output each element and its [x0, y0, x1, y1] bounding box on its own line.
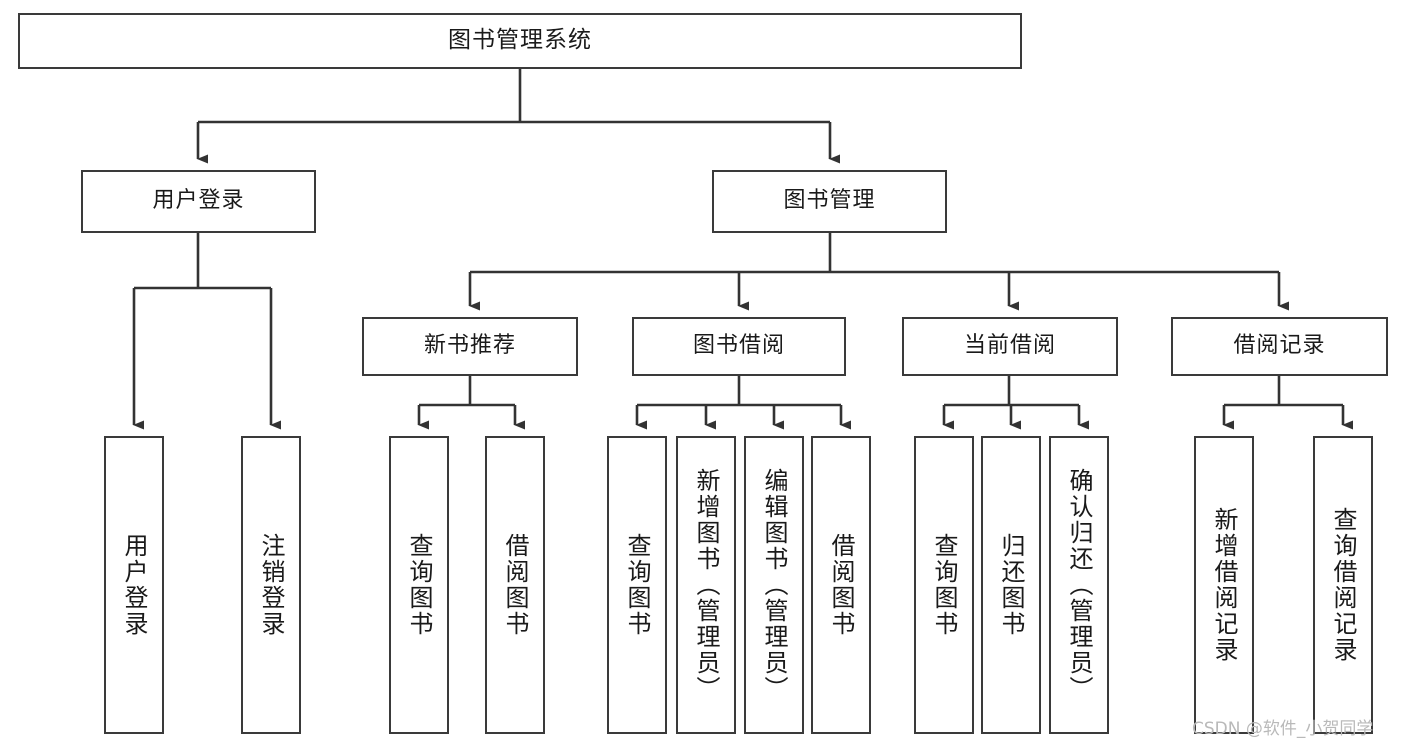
node-leaf-borrow-book-recommend[interactable]: 借阅图书: [485, 436, 545, 734]
node-leaf-confirm-return-admin[interactable]: 确认归还（管理员）: [1049, 436, 1109, 734]
node-leaf-user-login-label: 用户登录: [120, 533, 148, 637]
node-user-login-label: 用户登录: [152, 188, 245, 214]
node-leaf-query-book-recommend-label: 查询图书: [405, 533, 433, 637]
node-leaf-confirm-return-admin-label: 确认归还（管理员）: [1065, 468, 1093, 702]
node-leaf-query-book-borrow[interactable]: 查询图书: [607, 436, 667, 734]
node-leaf-query-book-current[interactable]: 查询图书: [914, 436, 974, 734]
node-book-borrow-label: 图书借阅: [692, 333, 785, 359]
node-leaf-borrow-book[interactable]: 借阅图书: [811, 436, 871, 734]
node-leaf-query-borrow-record-label: 查询借阅记录: [1329, 507, 1357, 663]
node-leaf-logout[interactable]: 注销登录: [241, 436, 301, 734]
node-leaf-borrow-book-recommend-label: 借阅图书: [501, 533, 529, 637]
node-new-book-recommend[interactable]: 新书推荐: [362, 317, 578, 376]
node-leaf-add-book-admin[interactable]: 新增图书（管理员）: [676, 436, 736, 734]
node-leaf-add-book-admin-label: 新增图书（管理员）: [692, 468, 720, 702]
node-leaf-return-book-label: 归还图书: [997, 533, 1025, 637]
node-book-management[interactable]: 图书管理: [712, 170, 947, 233]
node-leaf-logout-label: 注销登录: [257, 533, 285, 637]
node-root-book-management-system[interactable]: 图书管理系统: [18, 13, 1022, 69]
node-borrow-record[interactable]: 借阅记录: [1171, 317, 1388, 376]
node-borrow-record-label: 借阅记录: [1233, 333, 1326, 359]
node-leaf-edit-book-admin[interactable]: 编辑图书（管理员）: [744, 436, 804, 734]
csdn-watermark: CSDN @软件_小贺同学: [1192, 719, 1374, 739]
node-root-label: 图书管理系统: [448, 27, 592, 54]
node-book-management-label: 图书管理: [783, 188, 876, 214]
node-leaf-query-book-borrow-label: 查询图书: [623, 533, 651, 637]
node-leaf-user-login[interactable]: 用户登录: [104, 436, 164, 734]
node-leaf-edit-book-admin-label: 编辑图书（管理员）: [760, 468, 788, 702]
node-user-login[interactable]: 用户登录: [81, 170, 316, 233]
node-leaf-query-book-recommend[interactable]: 查询图书: [389, 436, 449, 734]
node-leaf-add-borrow-record[interactable]: 新增借阅记录: [1194, 436, 1254, 734]
node-leaf-return-book[interactable]: 归还图书: [981, 436, 1041, 734]
node-new-book-recommend-label: 新书推荐: [423, 333, 516, 359]
node-leaf-query-borrow-record[interactable]: 查询借阅记录: [1313, 436, 1373, 734]
node-current-borrow-label: 当前借阅: [963, 333, 1056, 359]
node-leaf-add-borrow-record-label: 新增借阅记录: [1210, 507, 1238, 663]
node-leaf-query-book-current-label: 查询图书: [930, 533, 958, 637]
node-current-borrow[interactable]: 当前借阅: [902, 317, 1118, 376]
node-book-borrow[interactable]: 图书借阅: [632, 317, 846, 376]
node-leaf-borrow-book-label: 借阅图书: [827, 533, 855, 637]
